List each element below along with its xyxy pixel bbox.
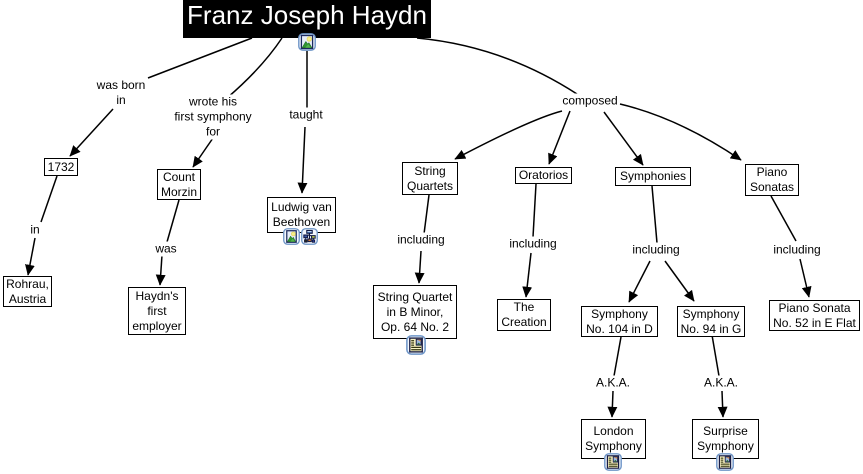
edge-symphony-104-to-aka — [613, 336, 622, 377]
image-icon[interactable] — [298, 33, 316, 51]
linking-phrase-aka-symphony-104[interactable]: A.K.A. — [593, 375, 633, 391]
web-page-icon[interactable] — [406, 335, 426, 355]
edge-aka-to-surprise — [717, 390, 728, 418]
concept-symphony-104[interactable]: Symphony No. 104 in D — [581, 306, 658, 337]
concept-string-quartets[interactable]: String Quartets — [402, 162, 458, 195]
concept-1732[interactable]: 1732 — [44, 158, 78, 176]
concept-piano-sonata-52[interactable]: Piano Sonata No. 52 in E Flat — [769, 300, 860, 331]
concept-surprise-symphony[interactable]: Surprise Symphony — [692, 419, 759, 459]
edge-including-to-symphony-104 — [628, 260, 651, 303]
concept-the-creation[interactable]: The Creation — [497, 299, 551, 331]
web-page-icon[interactable] — [716, 453, 734, 471]
edge-including-to-sonata-52 — [799, 258, 812, 298]
edge-string-quartets-to-including — [423, 194, 430, 235]
linking-phrase-wrote-his-first-symphony-for[interactable]: wrote his first symphony for — [172, 94, 254, 140]
edge-aka-to-london — [607, 390, 618, 418]
linking-phrase-was[interactable]: was — [153, 241, 179, 257]
concept-oratorios[interactable]: Oratorios — [515, 167, 572, 184]
edge-including-to-creation — [522, 252, 533, 298]
edge-piano-sonatas-to-including — [770, 195, 797, 242]
concept-ludwig-van-beethoven[interactable]: Ludwig van Beethoven — [267, 197, 336, 233]
concept-rohrau-austria[interactable]: Rohrau, Austria — [3, 276, 52, 307]
edge-count-morzin-to-was — [166, 199, 180, 243]
linking-phrase-taught[interactable]: taught — [287, 107, 325, 123]
concept-london-symphony[interactable]: London Symphony — [581, 419, 646, 459]
concept-map-icon[interactable] — [301, 228, 318, 245]
linking-phrase-was-born-in[interactable]: was born in — [94, 78, 148, 108]
edge-composed-to-oratorios — [548, 110, 571, 165]
image-icon[interactable] — [283, 228, 300, 245]
edge-including-to-symphony-94 — [664, 260, 695, 302]
edge-was-born-in-to-1732 — [69, 108, 114, 157]
edge-symphony-94-to-aka — [711, 334, 720, 377]
edge-composed-to-symphonies — [603, 111, 644, 166]
concept-piano-sonatas[interactable]: Piano Sonatas — [745, 164, 799, 196]
edge-composed-to-piano-sonatas — [619, 103, 742, 161]
linking-phrase-including-piano-sonatas[interactable]: including — [771, 242, 823, 258]
edge-including-to-b-minor — [414, 250, 425, 284]
concept-string-quartet-b-minor[interactable]: String Quartet in B Minor, Op. 64 No. 2 — [373, 285, 457, 339]
concept-count-morzin[interactable]: Count Morzin — [157, 169, 201, 200]
edge-title-to-was-born-in — [147, 37, 253, 79]
edge-was-to-employer — [155, 254, 166, 286]
linking-phrase-including-symphonies[interactable]: including — [630, 242, 682, 258]
edge-symphonies-to-including — [651, 185, 658, 244]
edge-in-to-rohrau — [25, 237, 36, 276]
concept-symphonies[interactable]: Symphonies — [615, 167, 691, 186]
edge-oratorios-to-including — [532, 183, 537, 238]
concept-symphony-94[interactable]: Symphony No. 94 in G — [677, 306, 745, 337]
linking-phrase-including-oratorios[interactable]: including — [507, 236, 559, 252]
edge-title-to-wrote-his — [226, 37, 283, 99]
linking-phrase-aka-symphony-94[interactable]: A.K.A. — [701, 375, 741, 391]
edge-title-to-composed — [416, 37, 578, 95]
edge-taught-to-beethoven — [297, 126, 308, 194]
edge-wrote-his-to-count-morzin — [192, 137, 214, 168]
linking-phrase-in[interactable]: in — [28, 222, 42, 238]
linking-phrase-composed[interactable]: composed — [560, 93, 620, 109]
concept-franz-joseph-haydn[interactable]: Franz Joseph Haydn — [183, 0, 431, 38]
web-page-icon[interactable] — [604, 453, 622, 471]
edge-composed-to-string-quartets — [454, 110, 563, 160]
linking-phrase-including-string-quartets[interactable]: including — [395, 232, 447, 248]
edge-1732-to-in — [40, 175, 58, 223]
concept-haydns-first-employer[interactable]: Haydn's first employer — [128, 287, 186, 335]
